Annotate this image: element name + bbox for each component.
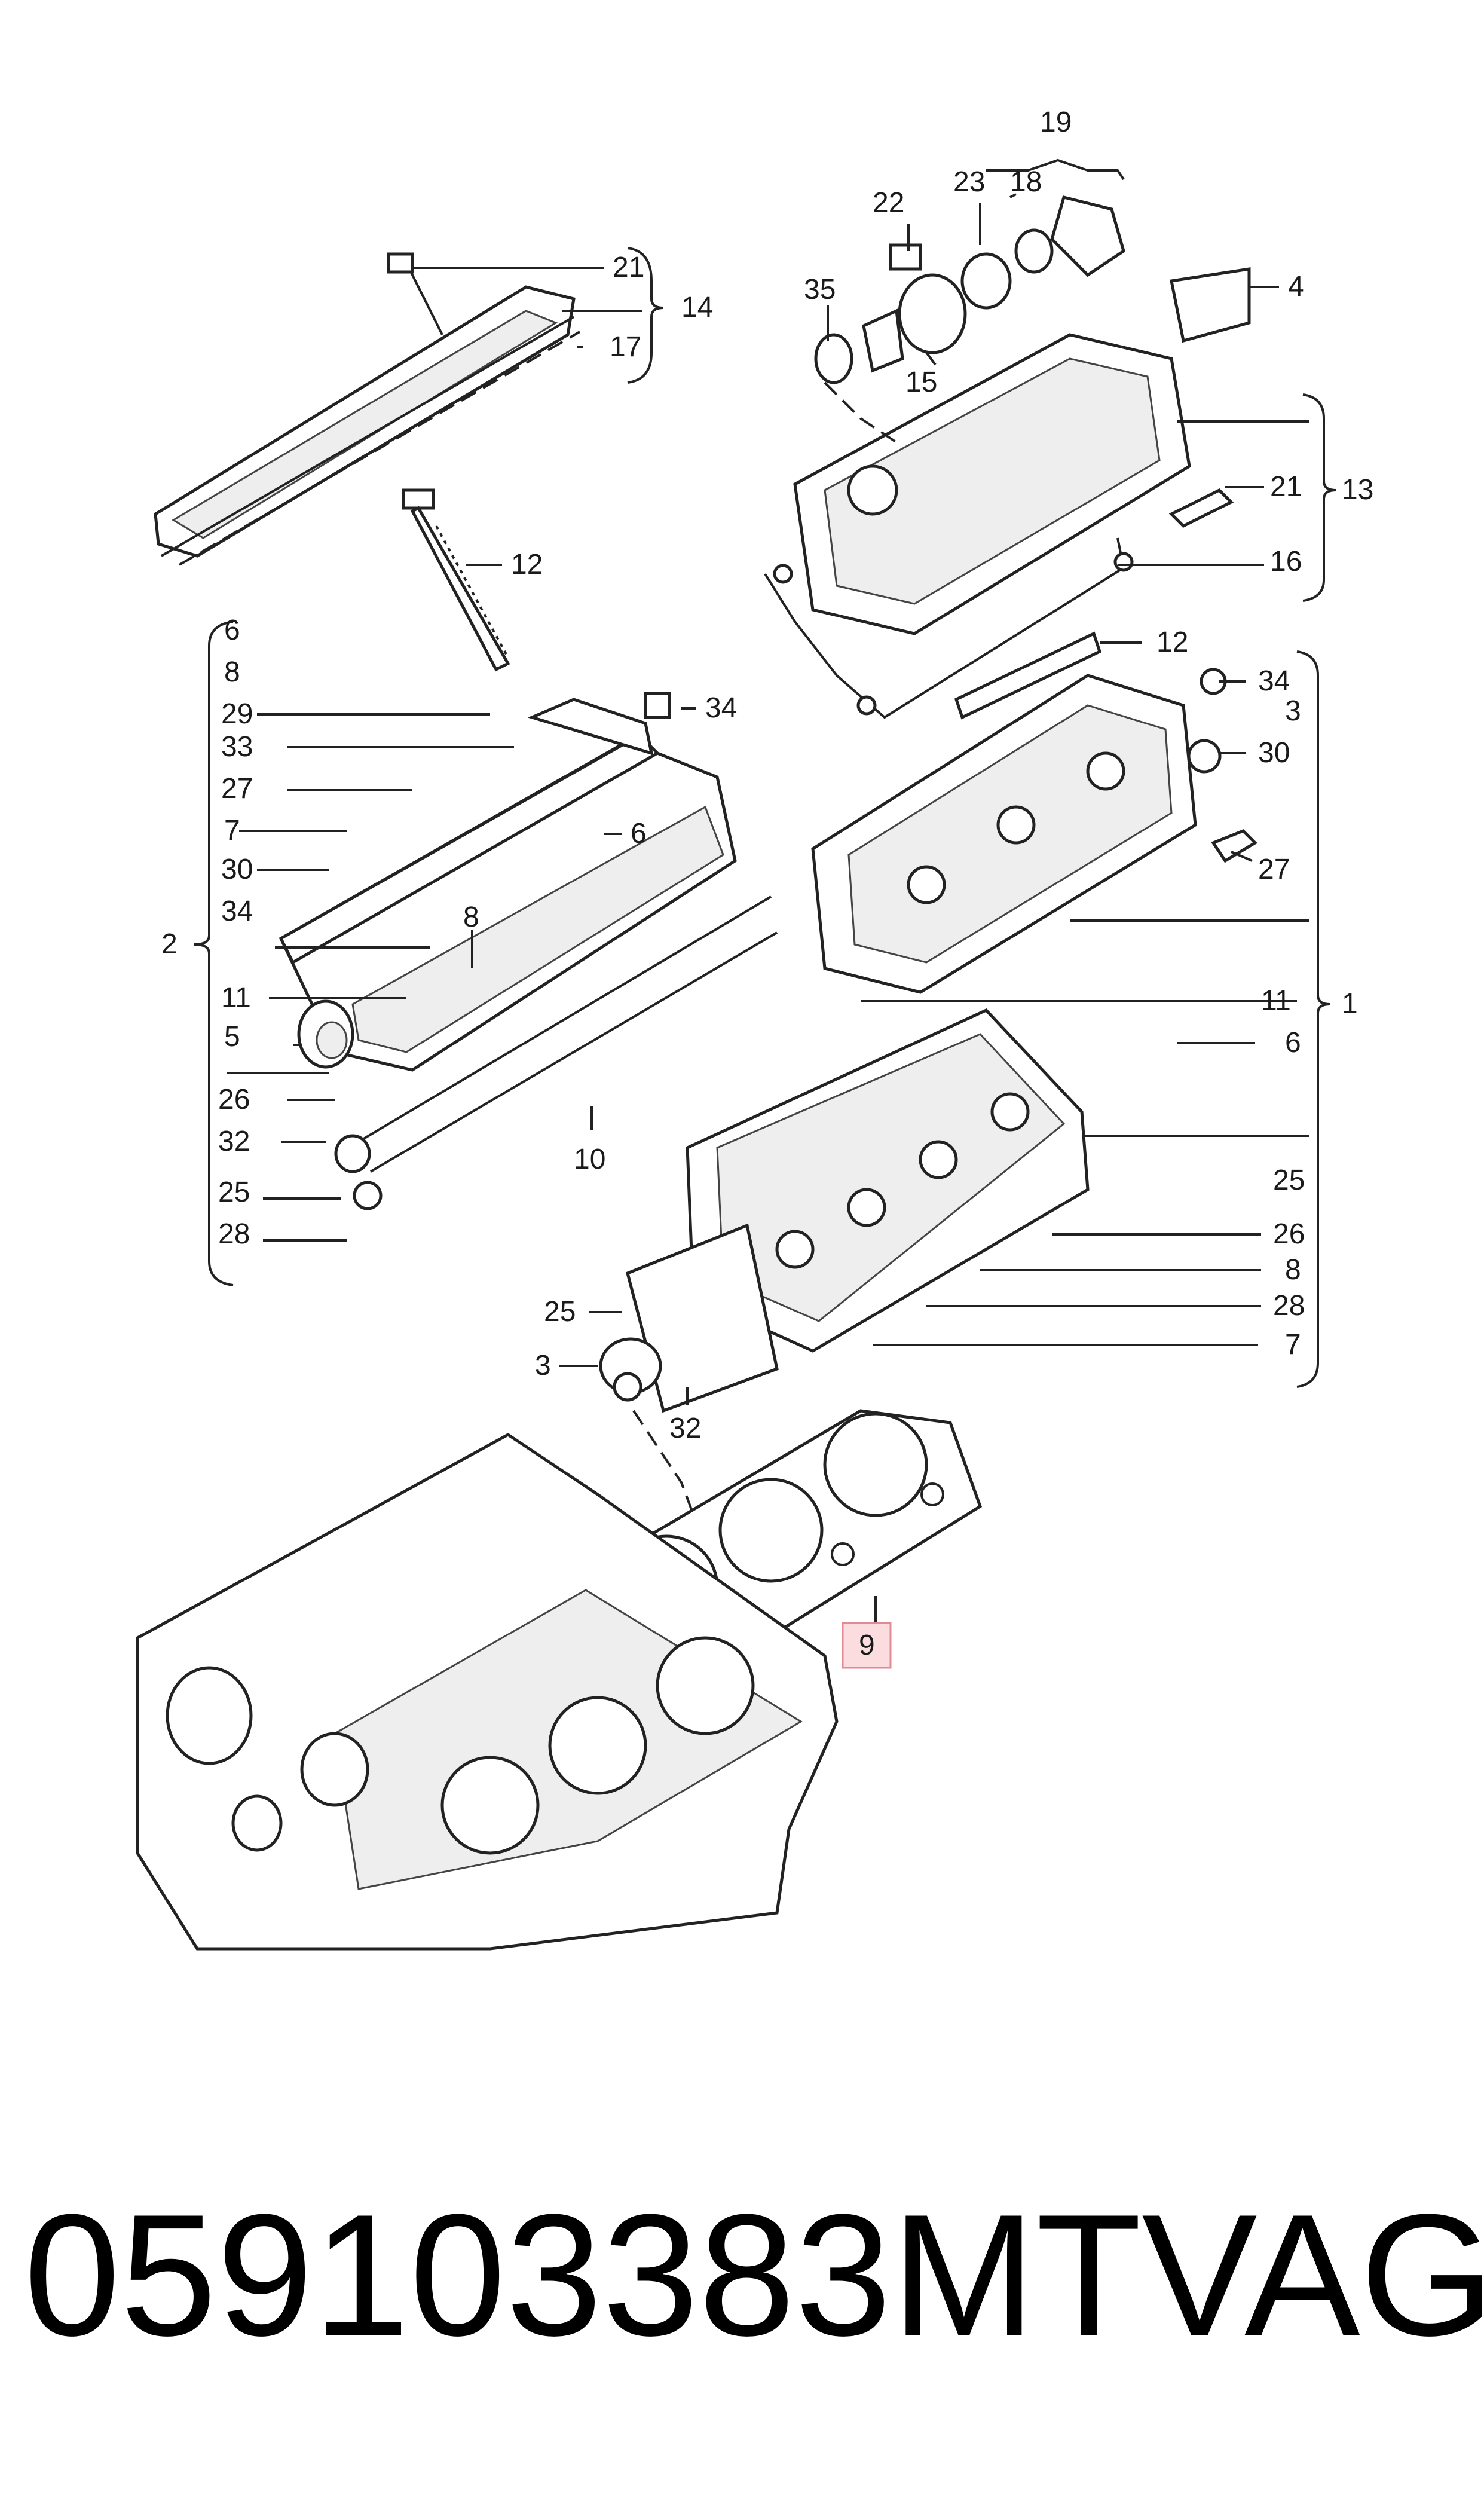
callout-8: 8 — [224, 656, 240, 688]
leader-lines — [194, 158, 1336, 1623]
callout-28: 28 — [218, 1218, 250, 1250]
callout-22: 22 — [873, 187, 904, 219]
callout-12: 12 — [511, 549, 543, 580]
callout-6: 6 — [224, 615, 240, 646]
right-small-parts — [954, 488, 1258, 863]
right-camshaft-housing — [811, 674, 1197, 994]
callout-7: 7 — [224, 815, 240, 846]
callout-28: 28 — [1273, 1290, 1305, 1322]
callout-32: 32 — [218, 1126, 250, 1157]
callout-26: 26 — [218, 1084, 250, 1115]
cylinder-head — [599, 1008, 1090, 1531]
callout-4: 4 — [1288, 271, 1304, 302]
callout-25: 25 — [1273, 1164, 1305, 1196]
callout-labels: 21 14 17 12 19 23 18 22 35 15 4 21 13 16… — [161, 106, 1373, 1661]
callout-30: 30 — [221, 854, 253, 885]
callout-23: 23 — [953, 166, 985, 198]
callout-8: 8 — [463, 901, 479, 933]
callout-25: 25 — [218, 1176, 250, 1208]
callout-3: 3 — [535, 1350, 551, 1381]
callout-30: 30 — [1258, 737, 1290, 769]
callout-9: 9 — [859, 1630, 875, 1661]
callout-1: 1 — [1342, 988, 1358, 1020]
bolt-12-left — [402, 488, 510, 672]
callout-15: 15 — [905, 366, 937, 398]
callout-27: 27 — [221, 773, 253, 805]
callout-26: 26 — [1273, 1218, 1305, 1250]
part-number: 059103383MT — [24, 2178, 1142, 2372]
brand-name: VAG — [1142, 2178, 1484, 2372]
callout-11: 11 — [1261, 985, 1291, 1017]
callout-14: 14 — [681, 292, 713, 323]
callout-18: 18 — [1010, 166, 1042, 198]
callout-34: 34 — [1258, 665, 1290, 697]
callout-17: 17 — [610, 331, 641, 363]
callout-6: 6 — [1285, 1027, 1301, 1059]
callout-27: 27 — [1258, 854, 1290, 885]
callout-5: 5 — [224, 1021, 240, 1053]
callout-33: 33 — [221, 731, 253, 763]
callout-21: 21 — [613, 252, 644, 283]
callout-8: 8 — [1285, 1254, 1301, 1286]
callout-10: 10 — [574, 1144, 605, 1175]
callout-11: 11 — [221, 982, 251, 1014]
callout-32: 32 — [669, 1413, 701, 1444]
callout-19: 19 — [1040, 106, 1072, 138]
callout-12: 12 — [1156, 626, 1188, 658]
callout-35: 35 — [804, 274, 836, 305]
callout-25: 25 — [544, 1296, 576, 1328]
callout-29: 29 — [221, 698, 253, 730]
part-caption: 059103383MT VAG — [24, 2176, 1484, 2375]
left-camshaft-housing — [279, 692, 778, 1210]
callout-6: 6 — [631, 818, 647, 849]
callout-21: 21 — [1270, 471, 1302, 503]
engine-block — [136, 1433, 839, 1951]
callout-34: 34 — [705, 692, 737, 724]
right-valve-cover — [764, 333, 1191, 719]
callout-7: 7 — [1285, 1329, 1301, 1361]
left-valve-cover — [154, 252, 581, 566]
callout-34: 34 — [221, 895, 253, 927]
callout-16: 16 — [1270, 546, 1302, 577]
callout-13: 13 — [1342, 474, 1373, 506]
callout-2: 2 — [161, 928, 178, 960]
oil-filler-parts — [814, 195, 1251, 444]
callout-3: 3 — [1285, 695, 1301, 727]
highlight-box-9 — [842, 1622, 892, 1669]
